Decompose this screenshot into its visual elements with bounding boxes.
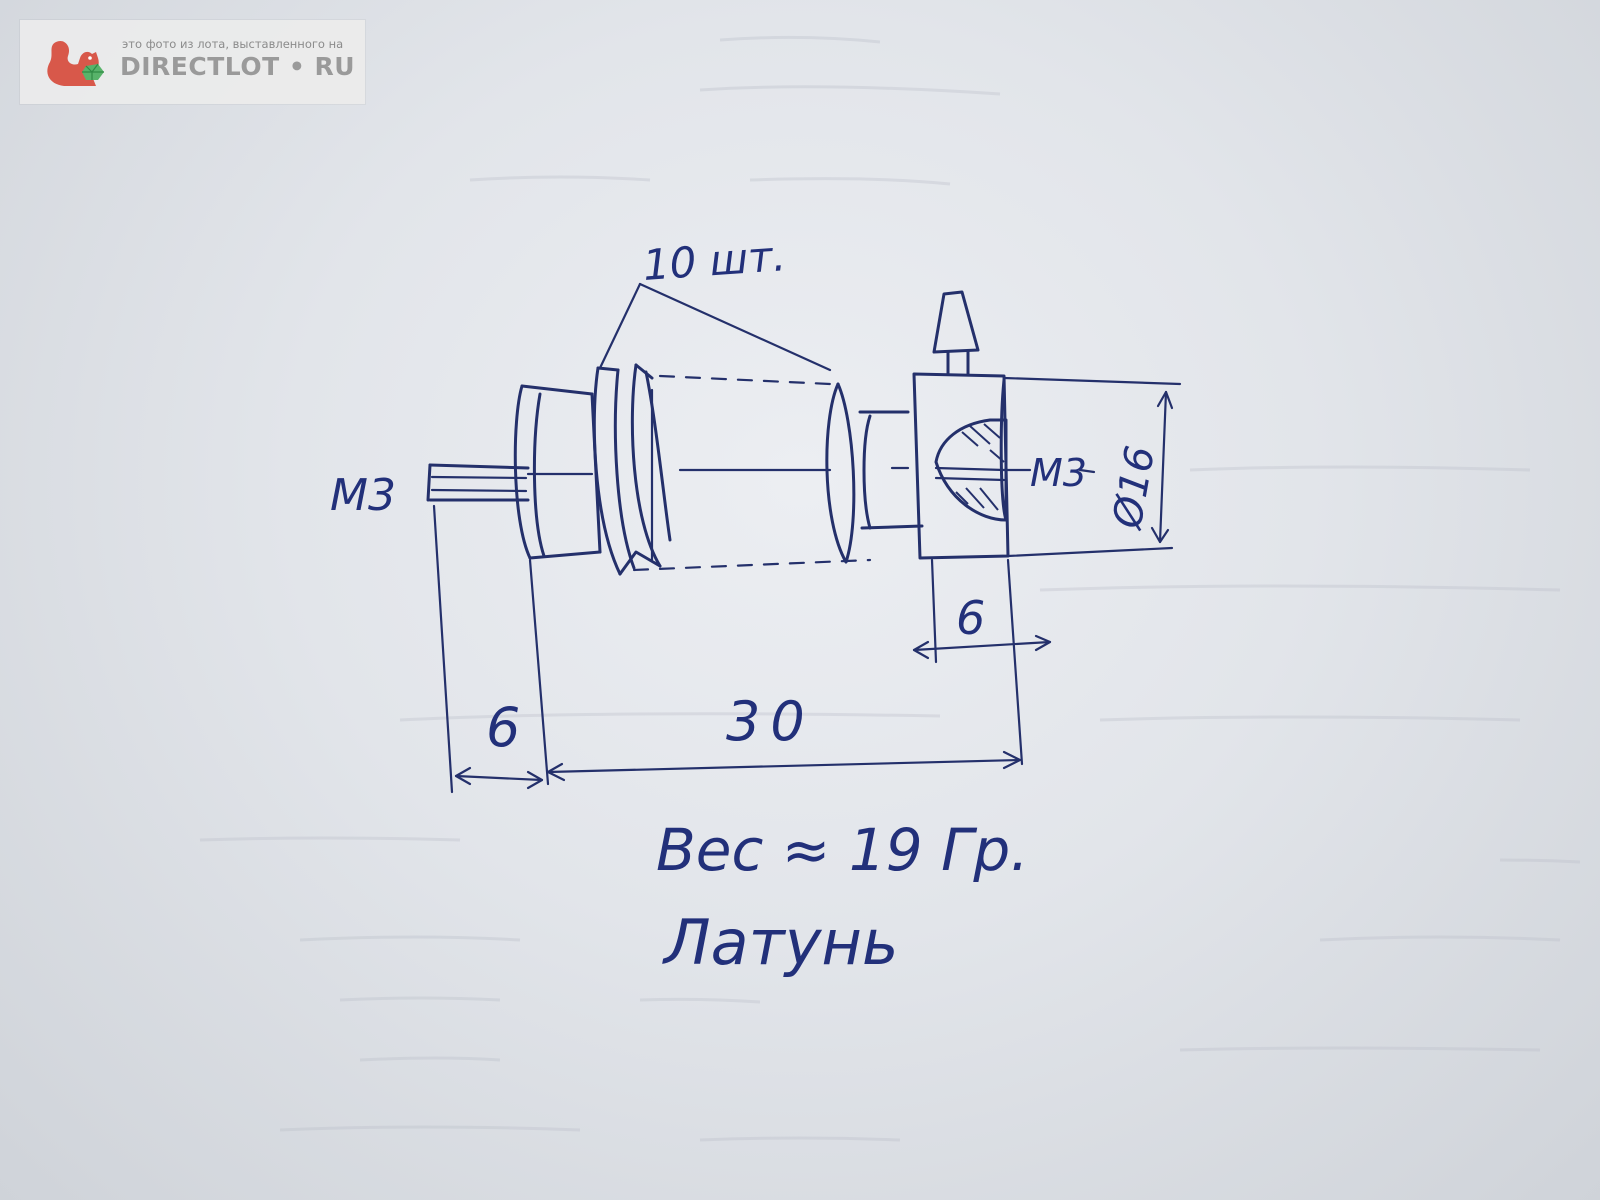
watermark-badge: это фото из лота, выставленного на DIREC… — [20, 20, 365, 104]
dim-right-6-line — [912, 634, 1052, 660]
disc-stack-left — [592, 363, 672, 576]
label-quantity: 10 шт. — [641, 231, 787, 290]
label-weight: Вес ≈ 19 Гр. — [656, 816, 1029, 884]
disc-right — [825, 382, 924, 564]
squirrel-logo-icon — [47, 40, 104, 86]
label-material: Латунь — [662, 906, 899, 979]
dim-total-30-line — [546, 750, 1022, 782]
watermark-brand: DIRECTLOT • RU — [120, 52, 356, 81]
body-block — [912, 372, 1010, 560]
label-diameter: Ø16 — [1104, 443, 1164, 534]
label-dim-right: 6 — [956, 591, 985, 645]
left-flange — [513, 384, 602, 560]
dim-left-6-line — [454, 766, 544, 790]
label-thread-left: M3 — [330, 470, 396, 521]
label-dim-total: 30 — [726, 690, 815, 753]
left-stud — [426, 463, 530, 502]
label-dim-left: 6 — [486, 696, 520, 759]
watermark-caption: это фото из лота, выставленного на — [122, 37, 344, 51]
label-thread-right: M3 — [1030, 451, 1087, 495]
top-nozzle — [932, 290, 980, 376]
